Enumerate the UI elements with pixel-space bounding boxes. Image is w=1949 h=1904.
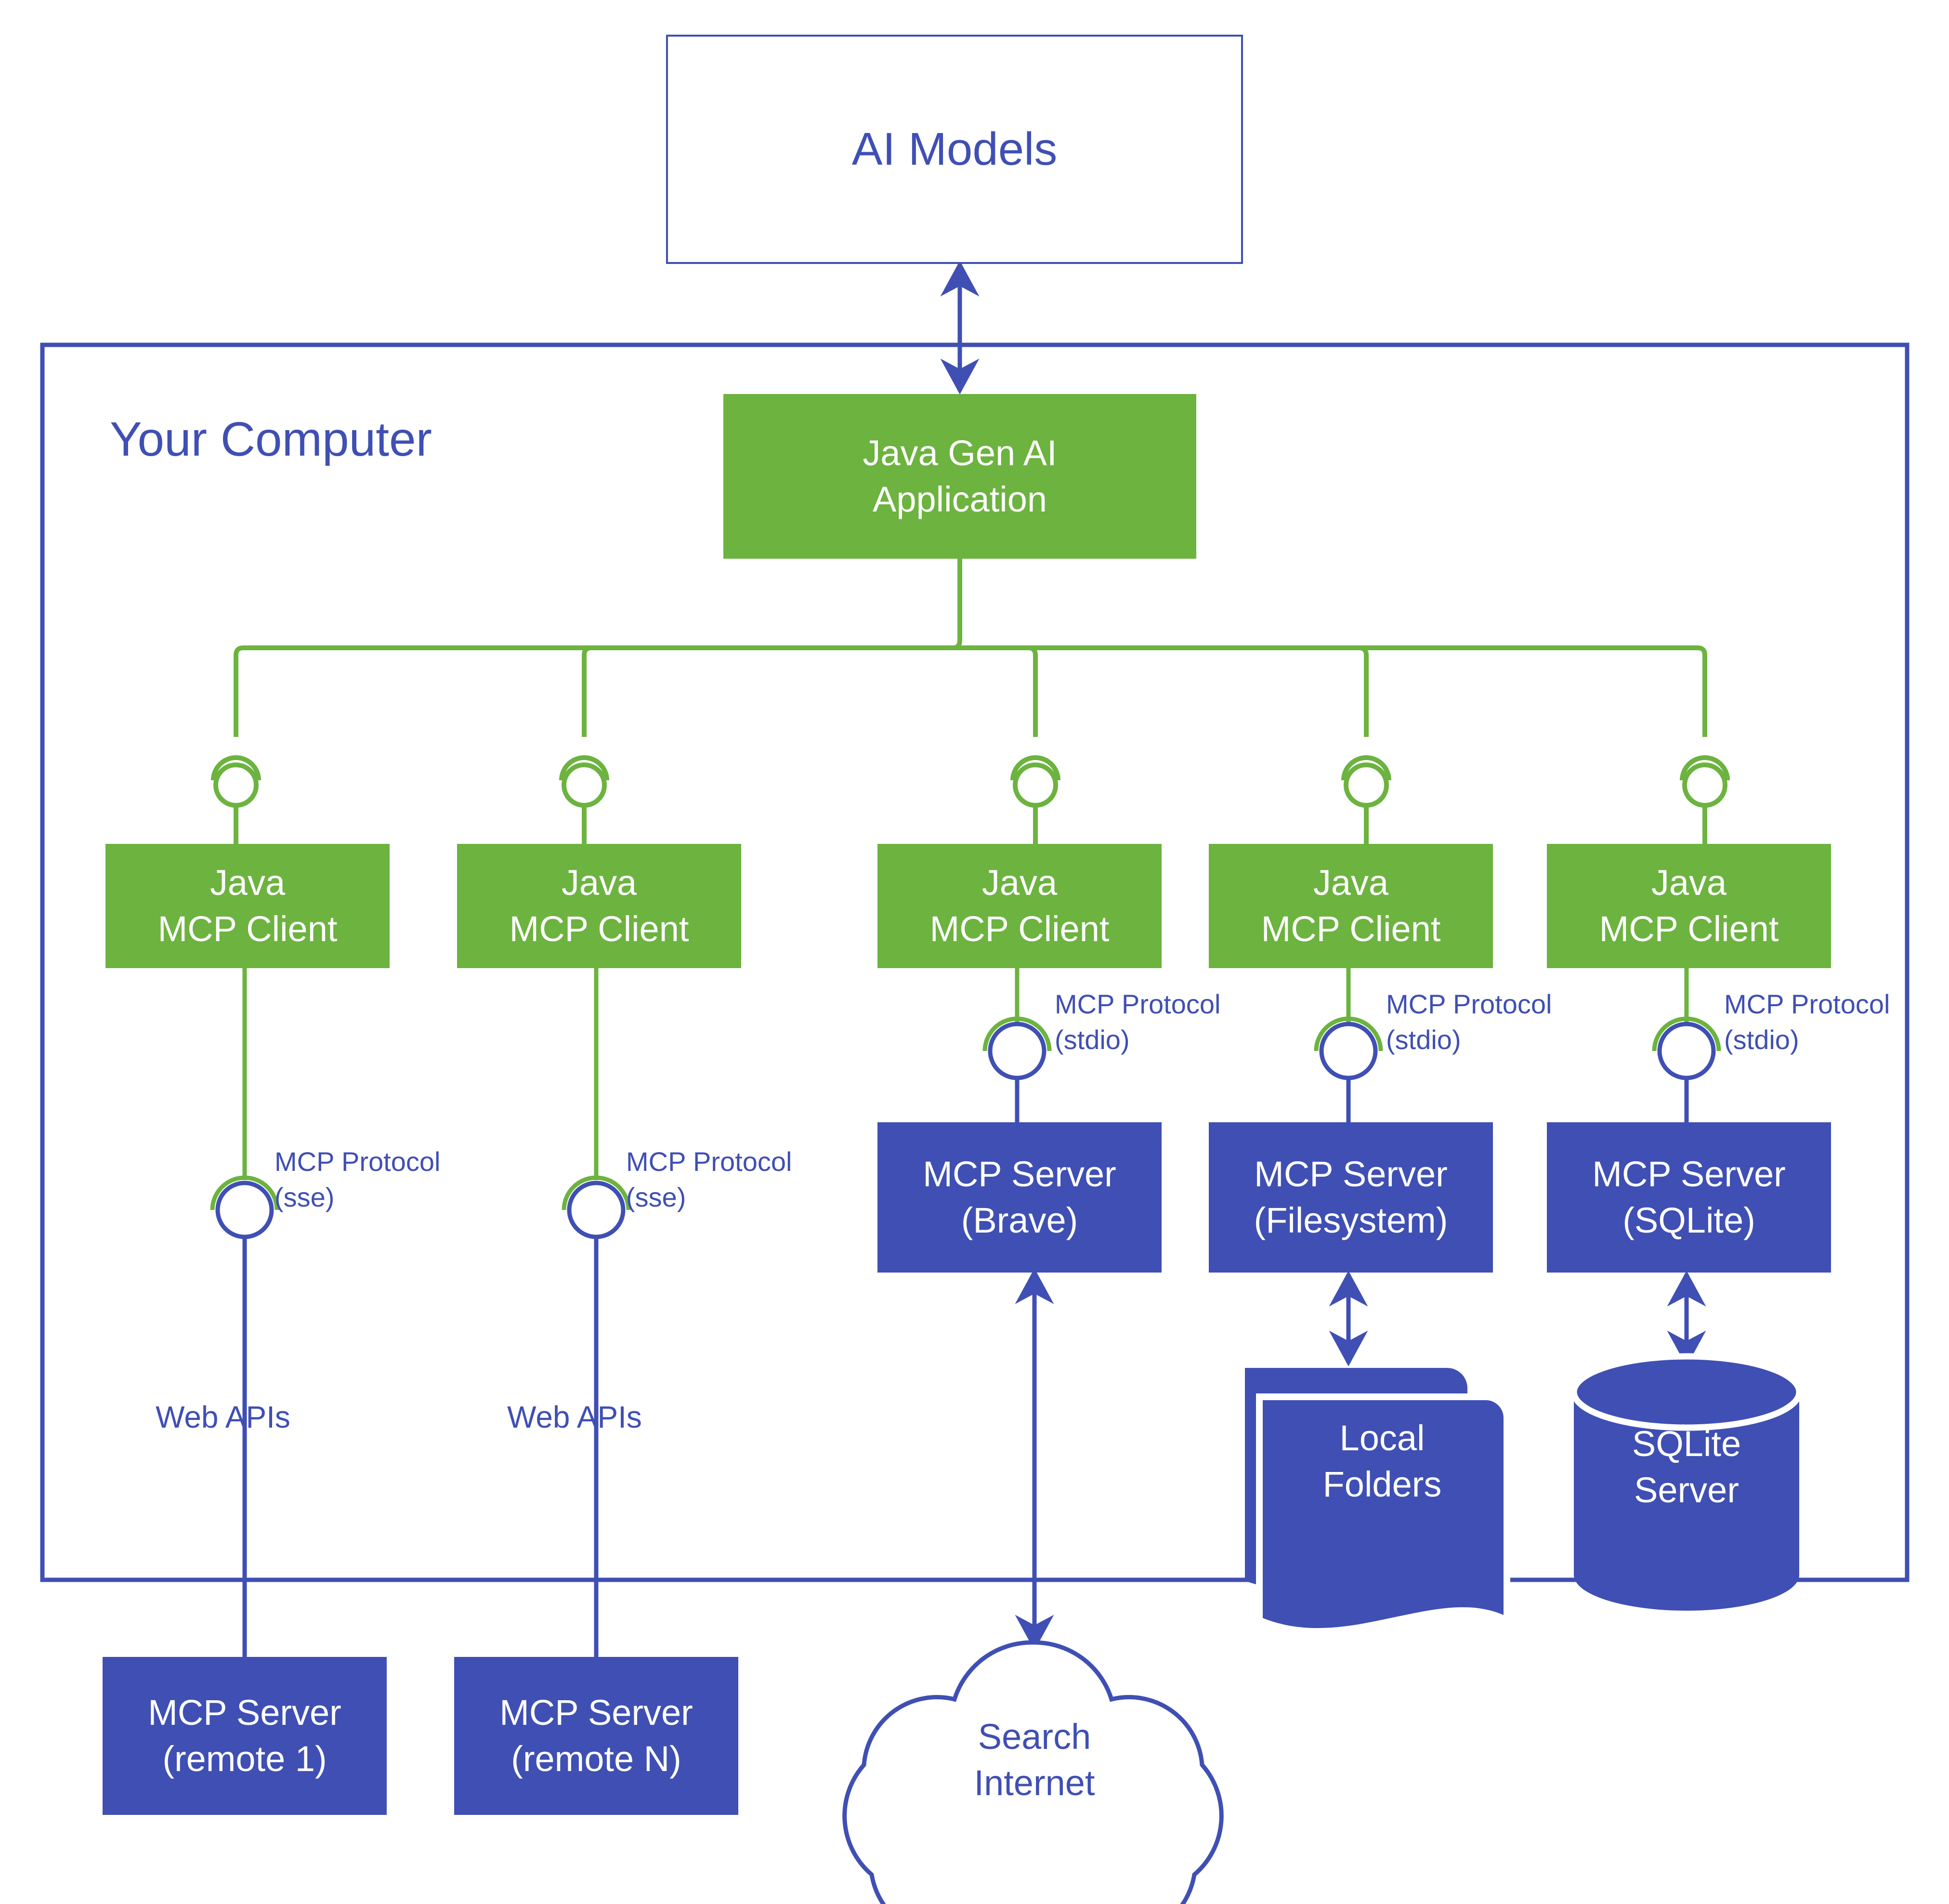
ai-models-box[interactable]: AI Models (666, 35, 1243, 264)
client-5-label-line1: Java (1651, 862, 1727, 903)
application-client-bus (234, 559, 1707, 737)
java-mcp-client-5-box[interactable]: Java MCP Client (1547, 844, 1831, 968)
local-folders-shape (1245, 1368, 1510, 1635)
client-5-label-line2: MCP Client (1599, 909, 1779, 949)
java-gen-ai-application-box[interactable]: Java Gen AI Application (723, 394, 1196, 559)
client-4-label-line1: Java (1313, 862, 1389, 903)
server-sqlite-line1: MCP Server (1592, 1154, 1786, 1194)
server-fs-line2: (Filesystem) (1254, 1200, 1448, 1240)
connector-stdio-filesystem (1314, 1016, 1383, 1122)
server-remoten-line1: MCP Server (499, 1692, 693, 1733)
proto-brave-line2: (stdio) (1055, 1024, 1130, 1055)
local-folders-line2: Folders (1322, 1464, 1442, 1505)
proto-sqlite-line1: MCP Protocol (1724, 989, 1890, 1019)
proto-sse1-line1: MCP Protocol (275, 1146, 441, 1177)
java-mcp-client-1-box[interactable]: Java MCP Client (105, 844, 390, 968)
connector-sse-1 (210, 1175, 279, 1657)
proto-sqlite-line2: (stdio) (1724, 1024, 1799, 1055)
sqlite-cylinder-shape (1570, 1353, 1803, 1611)
proto-sse2-line2: (sse) (626, 1182, 686, 1212)
connector-app-client-4 (1341, 755, 1391, 844)
proto-fs-line2: (stdio) (1386, 1024, 1461, 1055)
java-mcp-client-3-box[interactable]: Java MCP Client (877, 844, 1162, 968)
server-remoten-line2: (remote N) (511, 1739, 681, 1779)
connector-stdio-brave (982, 1016, 1052, 1122)
connector-stdio-sqlite (1652, 1016, 1721, 1122)
mcp-server-filesystem-box[interactable]: MCP Server (Filesystem) (1209, 1122, 1493, 1273)
search-internet-line2: Internet (974, 1763, 1095, 1803)
connector-app-client-2 (559, 755, 609, 844)
search-internet-line1: Search (978, 1717, 1091, 1757)
client-1-label-line2: MCP Client (157, 909, 338, 949)
sqlite-db-line1: SQLite (1632, 1424, 1741, 1464)
connector-app-client-5 (1680, 755, 1730, 844)
client-4-label-line2: MCP Client (1261, 909, 1441, 949)
client-3-label-line1: Java (981, 862, 1058, 903)
protocol-label-stdio-filesystem: MCP Protocol (stdio) (1386, 986, 1552, 1058)
local-folders-label: Local Folders (1259, 1415, 1505, 1508)
your-computer-label: Your Computer (110, 412, 432, 466)
java-mcp-client-2-box[interactable]: Java MCP Client (457, 844, 741, 968)
local-folders-line1: Local (1339, 1418, 1425, 1458)
protocol-label-stdio-sqlite: MCP Protocol (stdio) (1724, 986, 1890, 1058)
server-brave-line2: (Brave) (961, 1200, 1078, 1240)
server-remote1-line2: (remote 1) (162, 1739, 327, 1779)
search-internet-label: Search Internet (912, 1714, 1157, 1806)
client-2-label-line2: MCP Client (509, 909, 689, 949)
mcp-server-remote-n-box[interactable]: MCP Server (remote N) (454, 1657, 738, 1815)
client-1-label-line1: Java (209, 862, 286, 903)
protocol-label-sse-2: MCP Protocol (sse) (626, 1144, 792, 1215)
connector-sse-2 (562, 1175, 631, 1657)
proto-brave-line1: MCP Protocol (1055, 989, 1221, 1019)
client-3-label-line2: MCP Client (929, 909, 1110, 949)
web-apis-label-2: Web APIs (507, 1400, 642, 1434)
mcp-server-remote-1-box[interactable]: MCP Server (remote 1) (103, 1657, 387, 1815)
web-apis-label-1: Web APIs (156, 1400, 290, 1434)
application-label-line1: Java Gen AI (863, 433, 1057, 473)
server-fs-line1: MCP Server (1254, 1154, 1448, 1194)
client-2-label-line1: Java (561, 862, 637, 903)
protocol-label-sse-1: MCP Protocol (sse) (275, 1144, 440, 1215)
server-remote1-line1: MCP Server (148, 1692, 341, 1733)
ai-models-label: AI Models (851, 123, 1058, 175)
search-internet-cloud (842, 1640, 1224, 1904)
connector-app-client-1 (211, 755, 261, 844)
proto-fs-line1: MCP Protocol (1386, 989, 1552, 1019)
protocol-label-stdio-brave: MCP Protocol (stdio) (1055, 986, 1220, 1058)
server-sqlite-line2: (SQLite) (1622, 1200, 1755, 1240)
mcp-server-brave-box[interactable]: MCP Server (Brave) (877, 1122, 1162, 1273)
java-mcp-client-4-box[interactable]: Java MCP Client (1209, 844, 1493, 968)
application-label-line2: Application (872, 479, 1047, 519)
proto-sse1-line2: (sse) (275, 1182, 335, 1212)
sqlite-db-line2: Server (1634, 1470, 1739, 1510)
server-brave-line1: MCP Server (923, 1154, 1116, 1194)
proto-sse2-line1: MCP Protocol (626, 1146, 792, 1177)
connector-app-client-3 (1010, 755, 1060, 844)
mcp-server-sqlite-box[interactable]: MCP Server (SQLite) (1547, 1122, 1831, 1273)
sqlite-server-label: SQLite Server (1564, 1421, 1809, 1513)
